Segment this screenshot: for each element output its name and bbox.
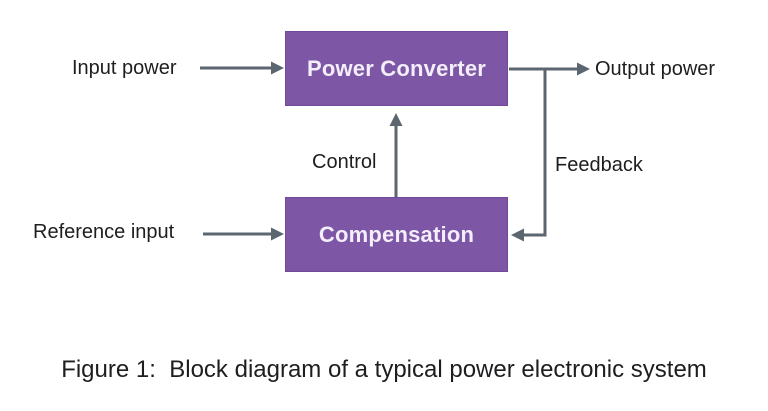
arrowhead-left-icon xyxy=(511,228,524,242)
block-compensation-label: Compensation xyxy=(318,221,475,247)
output-arrow xyxy=(509,62,590,76)
block-power-converter: Power Converter xyxy=(285,31,508,106)
arrowhead-up-icon xyxy=(389,113,403,126)
figure-caption: Figure 1: Block diagram of a typical pow… xyxy=(61,356,707,383)
label-control: Control xyxy=(312,151,377,173)
arrowhead-right-icon xyxy=(577,62,590,76)
label-feedback: Feedback xyxy=(555,154,643,176)
label-input-power: Input power xyxy=(72,57,177,79)
block-power-converter-label: Power Converter xyxy=(306,55,487,81)
arrowhead-right-icon xyxy=(271,61,284,75)
label-reference-input: Reference input xyxy=(33,221,175,243)
block-compensation: Compensation xyxy=(285,197,508,272)
reference-arrow xyxy=(203,227,284,241)
arrowhead-right-icon xyxy=(271,227,284,241)
label-output-power: Output power xyxy=(595,58,716,80)
feedback-arrow xyxy=(511,69,547,242)
input-arrow xyxy=(200,61,284,75)
control-arrow xyxy=(389,113,403,197)
